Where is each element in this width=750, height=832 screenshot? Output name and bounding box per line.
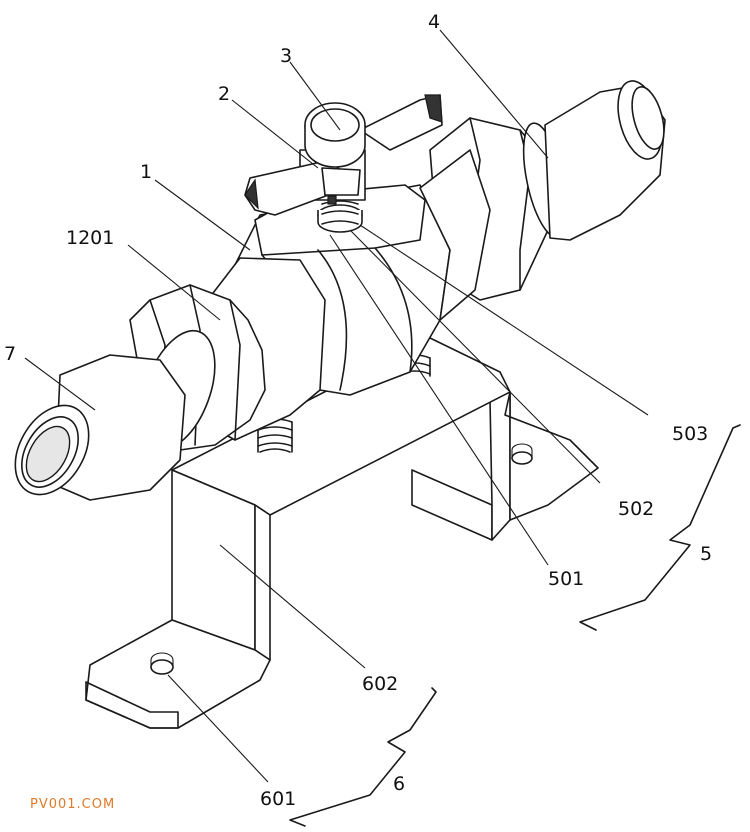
label-3: 3 [280, 45, 292, 67]
valve-handle [244, 94, 443, 216]
label-501: 501 [548, 568, 584, 590]
stem-screw-set [317, 195, 363, 233]
label-4: 4 [428, 11, 440, 33]
label-2: 2 [218, 83, 230, 105]
watermark: PV001.COM [30, 797, 115, 812]
group-braces [289, 424, 741, 827]
leader-lines [24, 29, 649, 783]
label-6: 6 [393, 773, 405, 795]
left-union-fitting [14, 257, 326, 501]
mounting-bracket [85, 337, 599, 729]
label-602: 602 [362, 673, 398, 695]
callout-labels: 1 2 3 4 5 6 7 1201 501 502 503 601 602 [4, 11, 712, 810]
label-7: 7 [4, 343, 16, 365]
label-502: 502 [618, 498, 654, 520]
label-1: 1 [140, 161, 152, 183]
label-503: 503 [672, 423, 708, 445]
label-1201: 1201 [66, 227, 114, 249]
label-5: 5 [700, 543, 712, 565]
label-601: 601 [260, 788, 296, 810]
